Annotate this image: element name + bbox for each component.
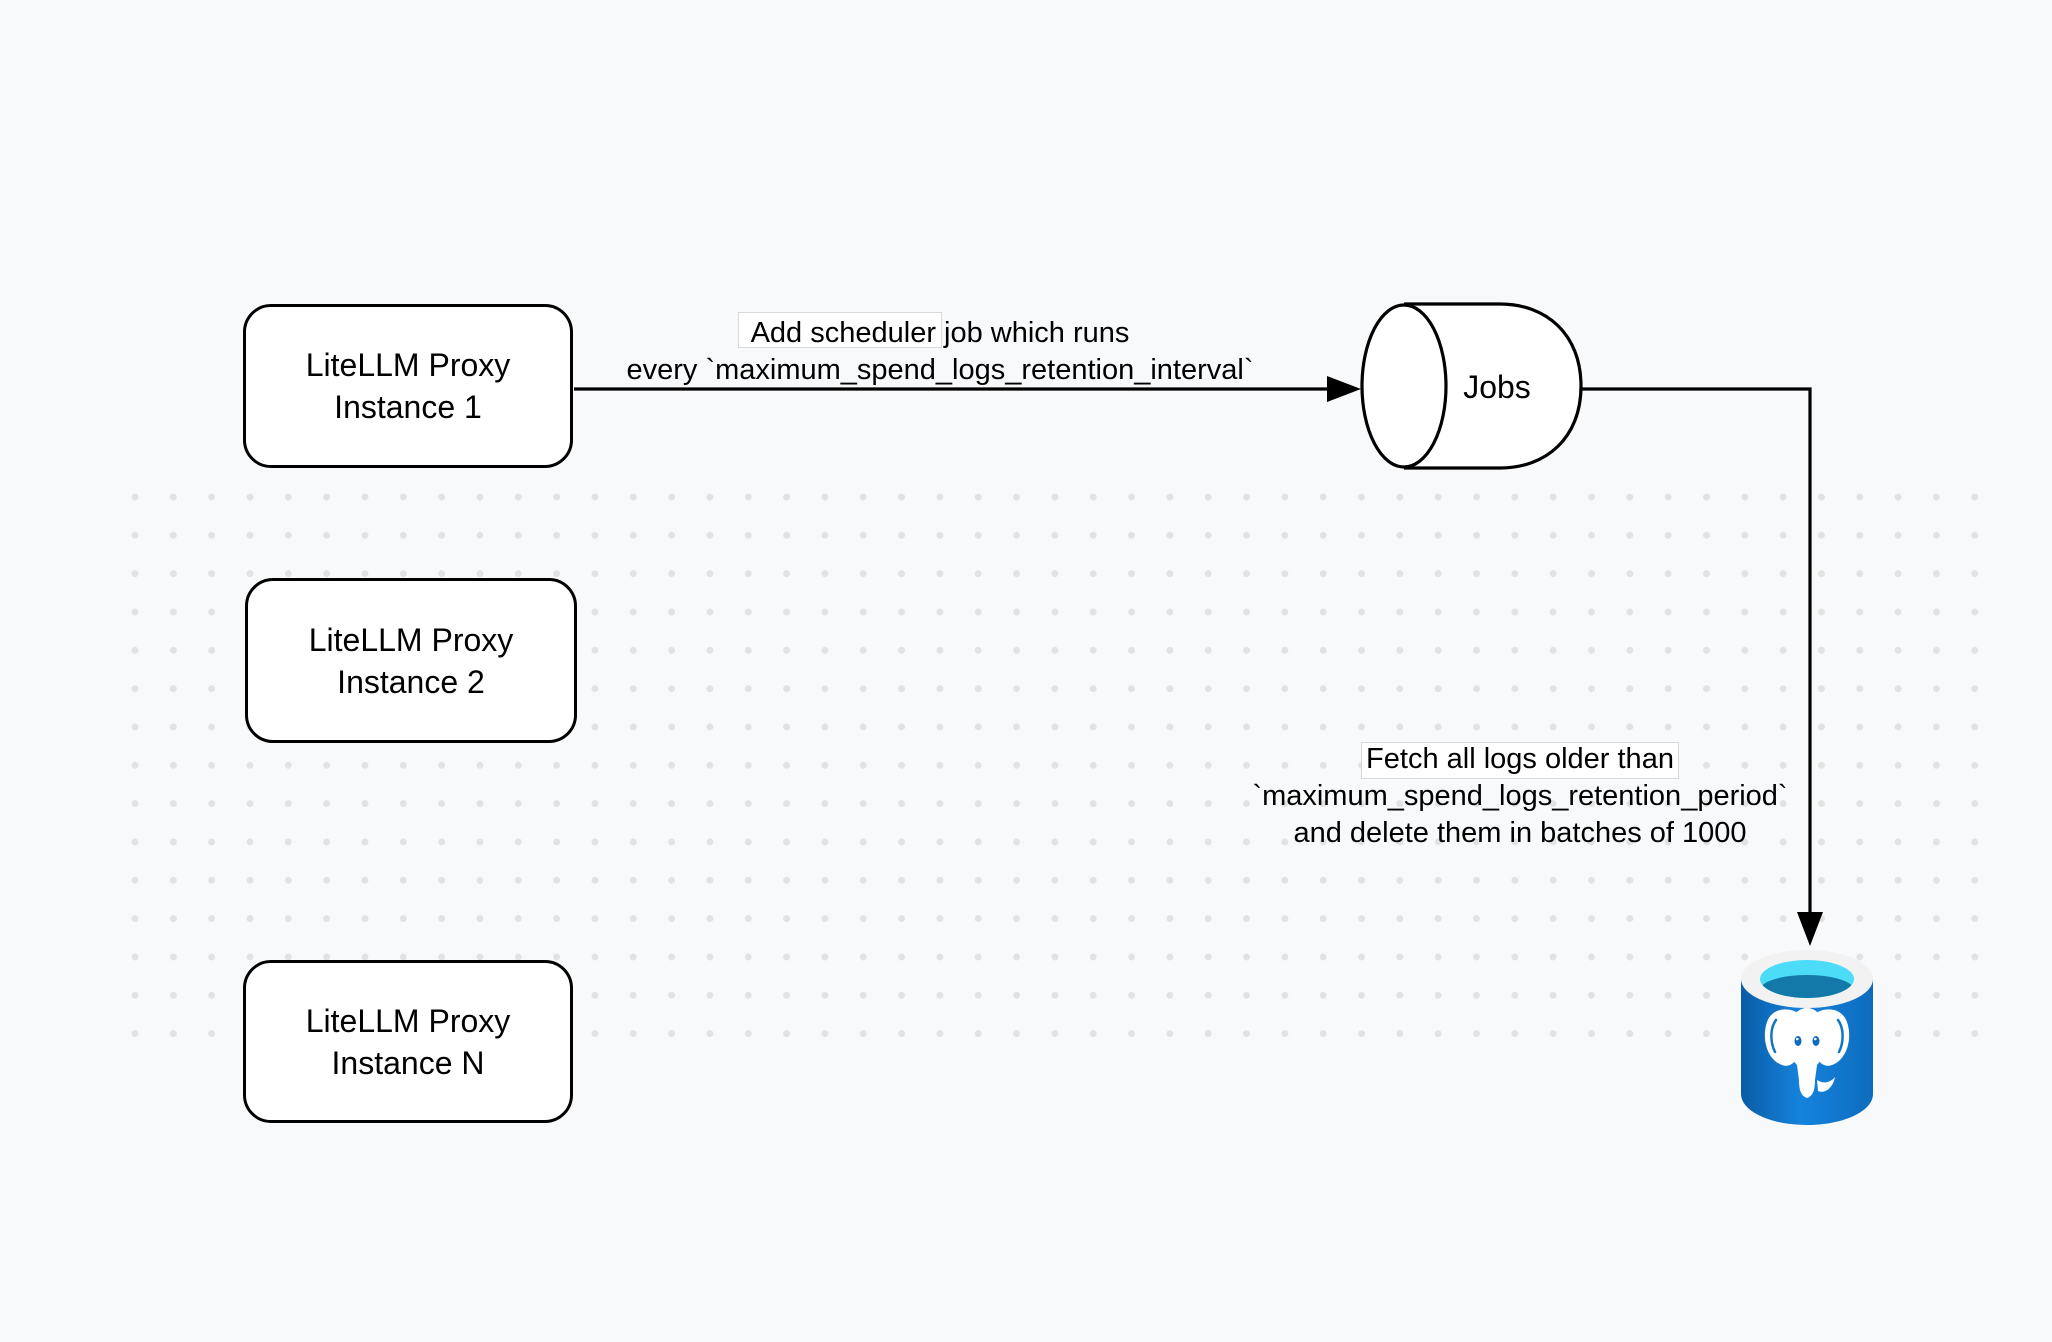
postgres-elephant-icon [1764, 1008, 1850, 1098]
node-jobs-queue [1360, 302, 1583, 470]
node-litellm-proxy-instance-n: LiteLLM Proxy Instance N [243, 960, 573, 1123]
edge-label-schedule-job: Add scheduler job which runs every `maxi… [540, 315, 1340, 389]
edge-label-background [738, 312, 942, 348]
edge-label-cleanup: Fetch all logs older than `maximum_spend… [1120, 741, 1920, 852]
node-label: Instance 2 [337, 663, 485, 700]
edge-label-line: `maximum_spend_logs_retention_period` [1252, 780, 1788, 812]
node-label: LiteLLM Proxy [305, 1002, 511, 1039]
cylinder-cap-icon [1360, 303, 1448, 469]
node-label: Instance 1 [334, 389, 482, 425]
jobs-queue-label: Jobs [1463, 369, 1531, 405]
postgresql-database-icon [1741, 950, 1873, 1125]
node-label: LiteLLM Proxy [308, 621, 514, 658]
node-label: LiteLLM Proxy [305, 347, 511, 383]
edge-label-line: Add scheduler job which runs [750, 317, 1130, 349]
edge-label-line: and delete them in batches of 1000 [1293, 817, 1747, 849]
edge-label-line: Fetch all logs older than [1366, 743, 1674, 775]
node-label: Instance N [331, 1044, 485, 1081]
edge-label-line: every `maximum_spend_logs_retention_inte… [626, 354, 1254, 386]
node-litellm-proxy-instance-1: LiteLLM Proxy Instance 1 [243, 304, 573, 468]
node-litellm-proxy-instance-2: LiteLLM Proxy Instance 2 [245, 578, 577, 743]
